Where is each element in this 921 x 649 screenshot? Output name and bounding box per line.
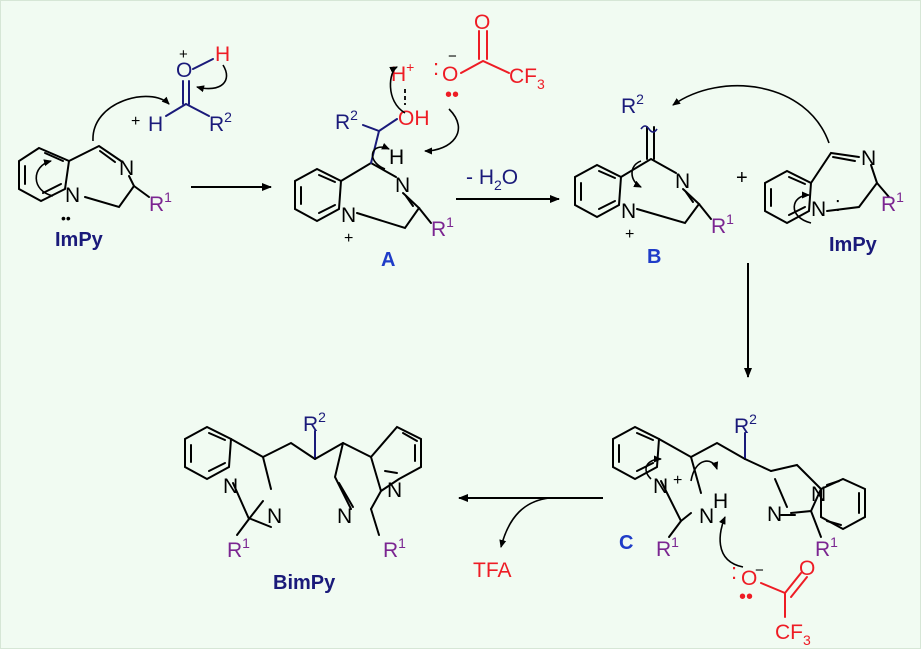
- atom-n: N: [675, 170, 690, 193]
- lone-pair-dots: ••: [445, 84, 459, 106]
- plus-sign: +: [179, 46, 188, 63]
- trifluoroacetate-top: : O − •• O CF3: [424, 11, 545, 155]
- plus-sign: +: [625, 226, 634, 243]
- atom-n: N: [861, 147, 876, 170]
- lone-pair-dots: :: [433, 55, 439, 80]
- minus-sign: −: [755, 562, 764, 579]
- atom-n: N: [811, 198, 826, 221]
- bimpy-product: N N N N R1 R1 R2 BimPy: [184, 409, 422, 594]
- r2-label: R2: [335, 107, 358, 134]
- proton-label: H+: [391, 59, 414, 86]
- cf3-label: CF3: [509, 65, 545, 92]
- r1-label: R1: [431, 214, 454, 241]
- atom-n: N: [699, 505, 714, 528]
- plus-sign: +: [344, 230, 353, 247]
- atom-n: N: [767, 503, 782, 526]
- intermediate-a: N N + H R1 R2 OH H+ A: [294, 59, 454, 271]
- atom-h: H: [148, 113, 163, 136]
- r1-label: R1: [711, 211, 734, 238]
- atom-h: H: [389, 146, 404, 169]
- label-b: B: [647, 246, 661, 268]
- impy-label: ImPy: [55, 229, 104, 251]
- r2-label: R2: [734, 411, 757, 438]
- atom-n: N: [653, 475, 668, 498]
- r1-label: R1: [149, 189, 172, 216]
- water-loss-label: - H2O: [466, 166, 518, 193]
- impy-label: ImPy: [829, 234, 878, 256]
- bimpy-label: BimPy: [273, 572, 336, 594]
- plus-sign: +: [673, 472, 682, 489]
- atom-n: N: [119, 157, 134, 180]
- lone-pair-dots: :: [731, 559, 737, 584]
- r1-label: R1: [383, 535, 406, 562]
- impy-molecule-top-left: N N •• R1 ImPy: [18, 95, 172, 251]
- r2-label: R2: [303, 409, 326, 436]
- atom-h: H: [713, 490, 728, 513]
- atom-o: O: [442, 63, 458, 86]
- r1-label: R1: [815, 534, 838, 561]
- tfa-release-arrow: [499, 497, 550, 548]
- atom-n: N: [337, 505, 352, 528]
- atom-n: N: [395, 174, 410, 197]
- lone-pair-dots: ••: [739, 586, 753, 608]
- r2-label: R2: [209, 109, 232, 136]
- intermediate-c: N + N H N N R1 R1 R2 C: [612, 411, 866, 561]
- trifluoroacetate-bottom: : O − •• O CF3: [719, 516, 815, 648]
- r1-label: R1: [881, 189, 904, 216]
- r2-label: R2: [621, 91, 644, 118]
- label-c: C: [619, 532, 633, 554]
- intermediate-b: N N + R1 R2 B: [574, 91, 734, 268]
- atom-o: O: [741, 567, 757, 590]
- atom-o: O: [474, 11, 490, 34]
- minus-sign: −: [448, 48, 457, 65]
- impy-molecule-top-right: N N : R1 ImPy: [672, 85, 904, 256]
- atom-n: N: [65, 184, 80, 207]
- lone-pair-dots: ••: [61, 210, 71, 226]
- atom-n: N: [387, 479, 402, 502]
- tfa-label: TFA: [473, 559, 512, 582]
- protonated-aldehyde: + O + H H R2: [131, 43, 232, 136]
- lone-pair-dots: :: [835, 194, 841, 216]
- atom-n: N: [341, 204, 356, 227]
- atom-o: O: [176, 59, 192, 82]
- plus-sign: +: [736, 167, 748, 189]
- atom-o: O: [799, 557, 815, 580]
- r1-label: R1: [227, 535, 250, 562]
- r1-label: R1: [656, 534, 679, 561]
- atom-n: N: [811, 483, 826, 506]
- cf3-label: CF3: [775, 621, 811, 648]
- hydroxyl-label: OH: [398, 107, 430, 130]
- atom-n: N: [621, 200, 636, 223]
- atom-h: H: [215, 43, 230, 66]
- plus-sign: +: [131, 113, 140, 130]
- atom-n: N: [267, 505, 282, 528]
- label-a: A: [381, 249, 395, 271]
- atom-n: N: [223, 475, 238, 498]
